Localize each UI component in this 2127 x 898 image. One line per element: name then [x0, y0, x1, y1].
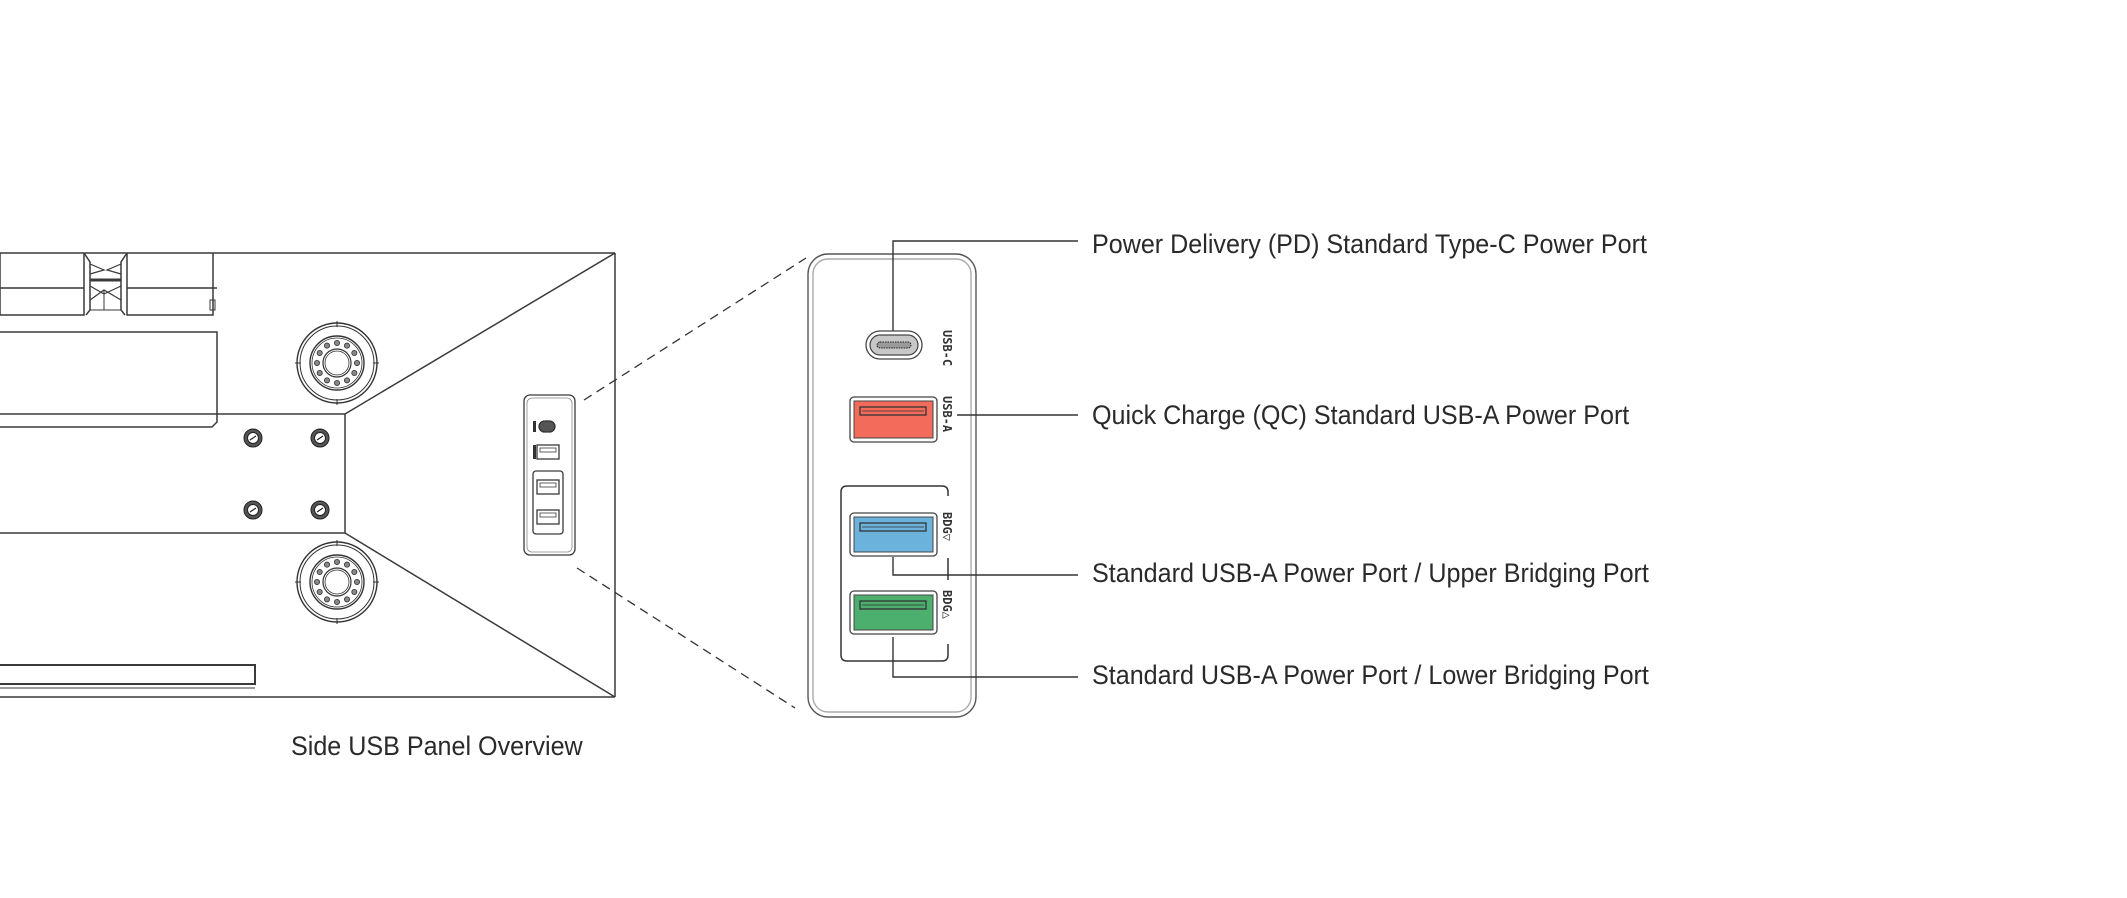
diagonal-upper [344, 252, 616, 415]
lower-bridge-port-body [853, 594, 934, 631]
plate-screws [243, 428, 330, 520]
callout-upper-bridge-port: Standard USB-A Power Port / Upper Bridgi… [1092, 558, 1649, 588]
grommet-hole [316, 589, 323, 596]
top-left-housing [0, 252, 218, 428]
overview-upper-bridge-icon [536, 479, 560, 495]
overview-lower-bridge-icon [536, 509, 560, 525]
case-side-overview [0, 252, 616, 698]
detail-panel-outer [807, 253, 977, 718]
lower-bridge-port[interactable] [849, 590, 938, 635]
overview-usba-icon [536, 444, 560, 460]
qc-usba-port[interactable] [849, 396, 938, 443]
grommet-hole [343, 561, 350, 568]
grommet-hole [351, 589, 358, 596]
bdg-upper-marking: BDG▽ [940, 512, 954, 542]
grommet-hole [343, 342, 350, 349]
usba-marking: USB-A [940, 396, 954, 433]
overview-bridge-group [532, 470, 564, 535]
detail-panel-inner [812, 258, 972, 713]
grommet-hole [343, 596, 350, 603]
zoom-connector-top [583, 257, 807, 401]
mounting-grommets [295, 321, 379, 624]
grommet-hole [316, 369, 323, 376]
grommet-hole [353, 359, 360, 366]
upper-grommet [295, 321, 379, 405]
upper-bridge-port[interactable] [849, 512, 938, 557]
grommet-hole [351, 349, 358, 356]
zoom-connector-bottom [576, 567, 796, 709]
grommet-hole [323, 342, 330, 349]
overview-usbc-icon [538, 420, 556, 433]
screw-icon [243, 500, 263, 520]
leader-lower-bridge [892, 637, 1078, 678]
grommet-hole [323, 596, 330, 603]
usb-panel-detail: USB-C USB-A BDG▽ BDG△ [807, 253, 977, 718]
bridging-group-box [840, 485, 949, 662]
grommet-hole [351, 569, 358, 576]
overview-panel-outline [523, 394, 576, 556]
usbc-port[interactable] [865, 330, 923, 360]
grommet-hole [316, 569, 323, 576]
diagonal-lower [344, 532, 616, 698]
grommet-hole [313, 359, 320, 366]
callout-pd-port: Power Delivery (PD) Standard Type-C Powe… [1092, 229, 1647, 259]
grommet-hole [333, 339, 340, 346]
callout-qc-port: Quick Charge (QC) Standard USB-A Power P… [1092, 400, 1630, 430]
grommet-hole [323, 377, 330, 384]
grommet-hole [351, 369, 358, 376]
grommet-hole [333, 559, 340, 566]
grommet-hole [316, 349, 323, 356]
lower-grommet [295, 540, 379, 624]
screw-icon [310, 500, 330, 520]
screw-icon [310, 428, 330, 448]
grommet-hole [353, 579, 360, 586]
overview-usb-panel[interactable] [523, 394, 576, 556]
leader-upper-bridge [892, 557, 1078, 576]
grommet-hole [343, 377, 350, 384]
grommet-hole [313, 579, 320, 586]
usbc-marking: USB-C [940, 330, 954, 366]
leader-lines [892, 240, 1078, 678]
upper-bridge-port-body [853, 516, 934, 553]
callout-lower-bridge-port: Standard USB-A Power Port / Lower Bridgi… [1092, 660, 1649, 690]
bdg-lower-marking: BDG△ [940, 590, 954, 620]
grommet-hole [333, 599, 340, 606]
grommet-hole [333, 379, 340, 386]
grommet-hole [323, 561, 330, 568]
screw-icon [243, 428, 263, 448]
overview-caption: Side USB Panel Overview [291, 731, 583, 761]
bottom-slot-bar [0, 664, 256, 689]
leader-pd [892, 240, 1078, 331]
